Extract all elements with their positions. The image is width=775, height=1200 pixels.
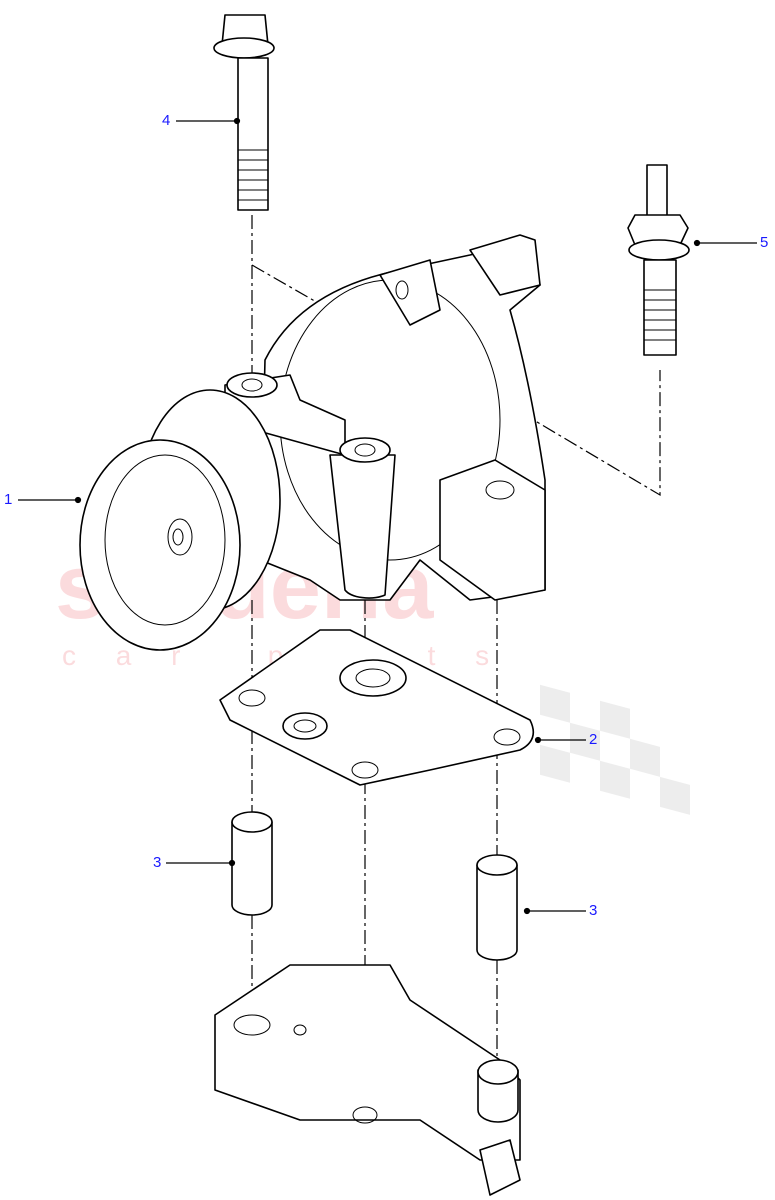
gasket-plate (219, 629, 535, 786)
checker-watermark (540, 684, 690, 815)
bolt-4 (213, 14, 275, 211)
callout-2[interactable]: 2 (589, 731, 598, 748)
callout-3b[interactable]: 3 (589, 902, 598, 919)
mounting-bracket (214, 964, 521, 1196)
dowel-left (231, 811, 273, 916)
callout-5[interactable]: 5 (760, 234, 769, 251)
callout-4[interactable]: 4 (162, 112, 171, 129)
leader-lines (18, 117, 757, 915)
pump-body (224, 234, 546, 601)
stud-5 (627, 164, 690, 356)
callout-3a[interactable]: 3 (153, 854, 162, 871)
callout-1[interactable]: 1 (4, 491, 13, 508)
dowel-right (476, 854, 518, 961)
pump-pulley (79, 389, 281, 651)
